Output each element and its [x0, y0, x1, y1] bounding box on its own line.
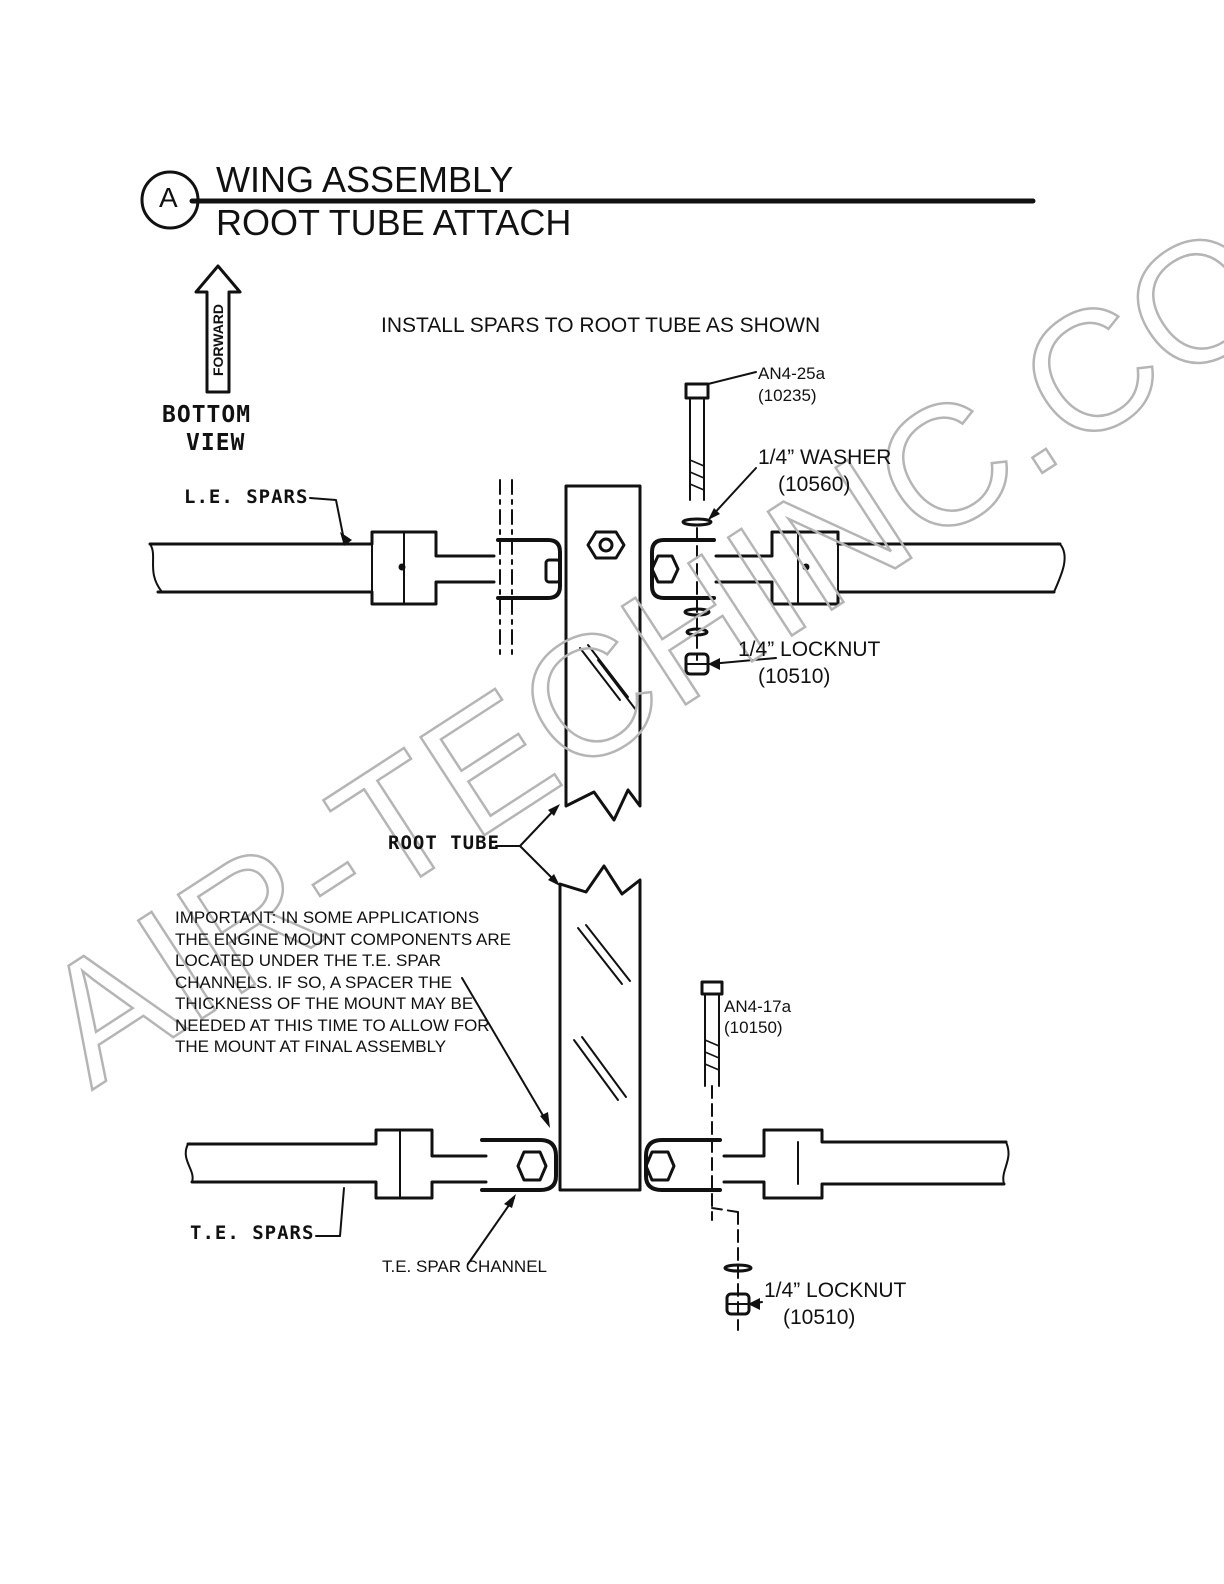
forward-arrow-icon — [194, 264, 242, 394]
te-spar-right — [722, 1128, 1008, 1158]
forward-label: FORWARD — [210, 303, 226, 377]
page-title: WING ASSEMBLY — [216, 159, 514, 200]
bolt-bottom-part: AN4-17a — [724, 997, 792, 1016]
bolt-top-number: (10235) — [758, 386, 817, 405]
locknut-bottom-part: 1/4” LOCKNUT — [764, 1279, 907, 1302]
locknut-top-part: 1/4” LOCKNUT — [738, 638, 881, 661]
root-tube-upper — [564, 484, 642, 822]
locknut-bottom-number: (10510) — [783, 1306, 856, 1329]
le-spar-right — [714, 530, 1062, 558]
te-spar-channel-label: T.E. SPAR CHANNEL — [382, 1257, 548, 1276]
page-subtitle: ROOT TUBE ATTACH — [216, 202, 572, 243]
bolt-bottom-number: (10150) — [724, 1018, 783, 1037]
header-badge-letter: A — [159, 182, 178, 213]
le-spars-label: L.E. SPARS — [184, 486, 309, 508]
washer-icon — [681, 517, 713, 527]
washer-part: 1/4” WASHER — [758, 446, 892, 469]
te-spar-channel-left — [480, 1138, 558, 1192]
washer-number: (10560) — [778, 473, 851, 496]
view-label-line2: VIEW — [186, 430, 246, 456]
root-tube-nut-icon — [586, 530, 626, 560]
locknut-top-number: (10510) — [758, 665, 831, 688]
te-spar-left — [186, 1128, 488, 1158]
bolt-bottom-head-icon — [700, 980, 724, 996]
te-spars-label: T.E. SPARS — [190, 1222, 315, 1244]
bolt-top-head-icon — [684, 382, 710, 400]
instruction-text: INSTALL SPARS TO ROOT TUBE AS SHOWN — [381, 314, 821, 337]
important-note: IMPORTANT: IN SOME APPLICATIONS THE ENGI… — [175, 908, 511, 1056]
root-tube-label: ROOT TUBE — [388, 832, 500, 854]
bolt-top-part: AN4-25a — [758, 364, 826, 383]
root-tube-lower — [558, 864, 642, 1192]
view-label-line1: BOTTOM — [162, 402, 252, 428]
